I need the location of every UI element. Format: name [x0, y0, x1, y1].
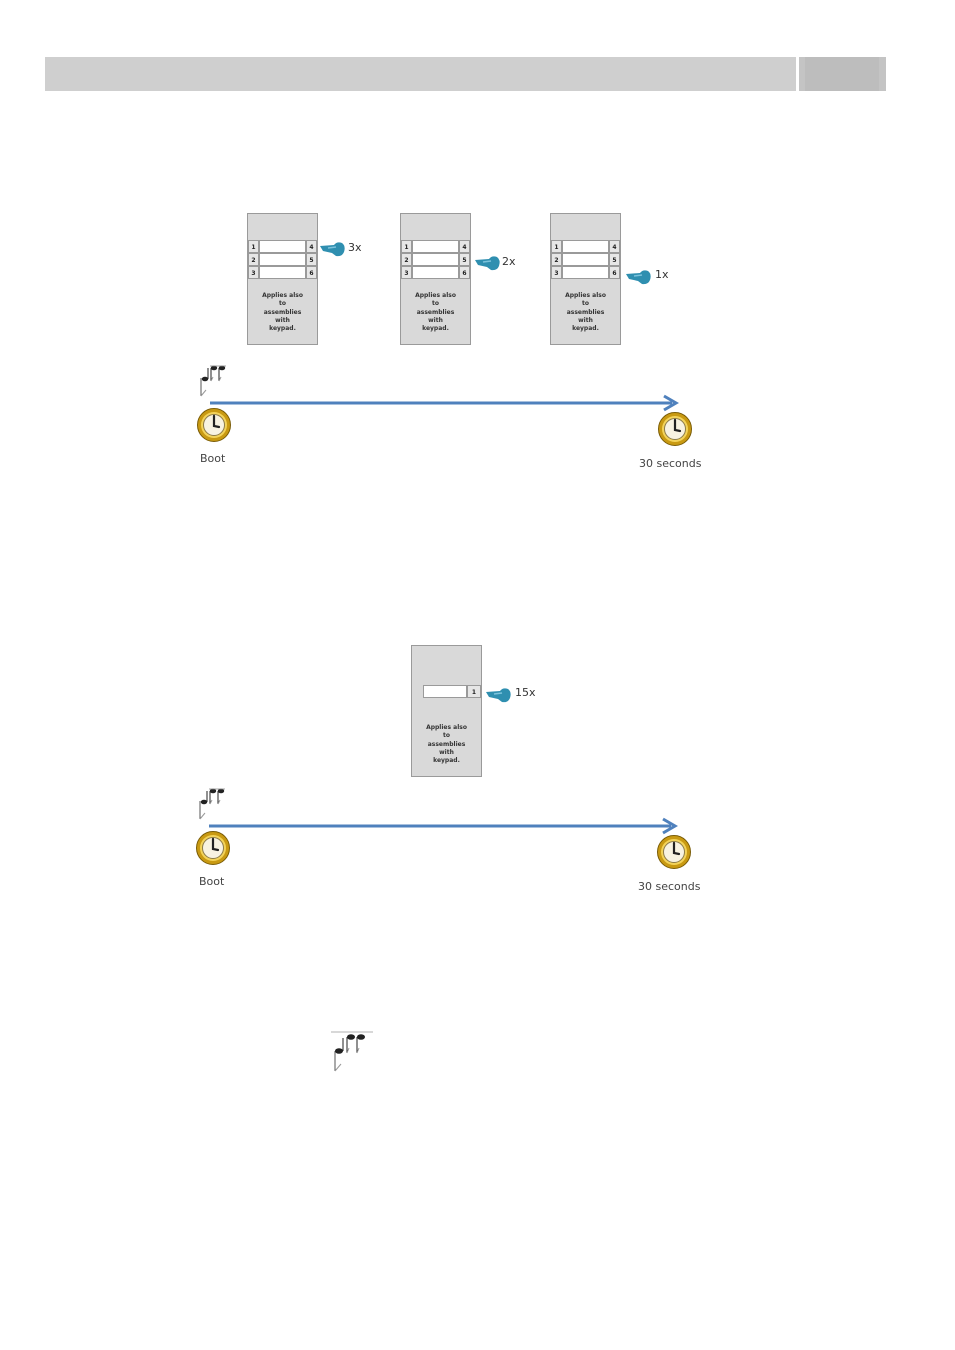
button-number: 5 [609, 253, 620, 266]
button-number: 2 [248, 253, 259, 266]
button-row-1: 1 4 [401, 240, 470, 253]
button-number: 4 [306, 240, 317, 253]
name-label-field [259, 253, 306, 266]
pointing-finger-icon [320, 240, 346, 258]
music-notes-icon [198, 787, 226, 821]
button-number: 5 [306, 253, 317, 266]
music-notes-icon [331, 1031, 373, 1073]
header-page-tab [799, 57, 886, 91]
button-number: 3 [248, 266, 259, 279]
button-number: 6 [459, 266, 470, 279]
timeline-end-label: 30 seconds [639, 457, 701, 470]
press-count-label: 15x [515, 686, 536, 699]
timeline-arrow [209, 817, 679, 835]
press-count-label: 3x [348, 241, 362, 254]
name-label-field [412, 253, 459, 266]
button-row-2: 2 5 [401, 253, 470, 266]
clock-icon [657, 411, 693, 447]
button-number: 4 [609, 240, 620, 253]
button-number: 4 [459, 240, 470, 253]
press-count-label: 2x [502, 255, 516, 268]
door-station-panel-3: 1 4 2 5 3 6 Applies also to assemblies w… [550, 213, 621, 345]
timeline-start-label: Boot [199, 875, 224, 888]
pointing-finger-icon [475, 254, 501, 272]
button-row-1: 1 [412, 685, 481, 698]
button-row-2: 2 5 [248, 253, 317, 266]
name-label-field [423, 685, 467, 698]
pointing-finger-icon [626, 268, 652, 286]
button-number: 1 [467, 685, 481, 698]
button-row-3: 3 6 [551, 266, 620, 279]
button-number: 6 [306, 266, 317, 279]
keypad-note: Applies also to assemblies with keypad. [401, 292, 470, 333]
button-number: 3 [401, 266, 412, 279]
button-number: 1 [248, 240, 259, 253]
door-station-panel-2: 1 4 2 5 3 6 Applies also to assemblies w… [400, 213, 471, 345]
button-number: 2 [401, 253, 412, 266]
button-row-3: 3 6 [248, 266, 317, 279]
name-label-field [562, 253, 609, 266]
clock-icon [196, 407, 232, 443]
keypad-note: Applies also to assemblies with keypad. [248, 292, 317, 333]
button-number: 5 [459, 253, 470, 266]
keypad-note: Applies also to assemblies with keypad. [551, 292, 620, 333]
clock-icon [195, 830, 231, 866]
button-number: 2 [551, 253, 562, 266]
clock-icon [656, 834, 692, 870]
door-station-panel-single: 1 Applies also to assemblies with keypad… [411, 645, 482, 777]
pointing-finger-icon [486, 686, 512, 704]
button-row-1: 1 4 [551, 240, 620, 253]
button-number: 1 [401, 240, 412, 253]
timeline-arrow [210, 394, 680, 412]
header-bar [45, 57, 796, 91]
music-notes-icon [199, 364, 227, 398]
name-label-field [562, 240, 609, 253]
name-label-field [412, 266, 459, 279]
timeline-start-label: Boot [200, 452, 225, 465]
button-row-3: 3 6 [401, 266, 470, 279]
name-label-field [259, 240, 306, 253]
timeline-end-label: 30 seconds [638, 880, 700, 893]
button-number: 6 [609, 266, 620, 279]
name-label-field [562, 266, 609, 279]
name-label-field [259, 266, 306, 279]
press-count-label: 1x [655, 268, 669, 281]
button-row-2: 2 5 [551, 253, 620, 266]
button-number: 3 [551, 266, 562, 279]
name-label-field [412, 240, 459, 253]
keypad-note: Applies also to assemblies with keypad. [412, 724, 481, 765]
button-number: 1 [551, 240, 562, 253]
door-station-panel-1: 1 4 2 5 3 6 Applies also to assemblies w… [247, 213, 318, 345]
button-row-1: 1 4 [248, 240, 317, 253]
